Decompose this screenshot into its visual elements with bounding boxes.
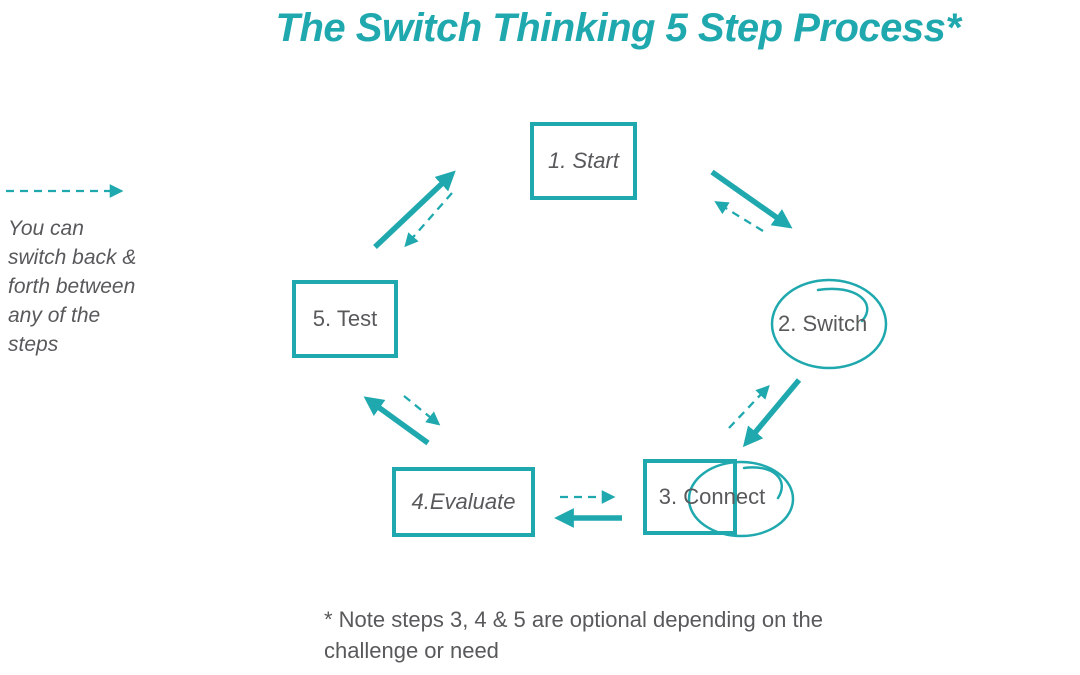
arrow-switch-to-connect-solid — [742, 378, 802, 448]
step-label-switch: 2. Switch — [778, 311, 868, 336]
step-label-evaluate: 4.Evaluate — [411, 489, 516, 514]
arrow-test-to-evaluate-dashed — [403, 395, 441, 426]
step-box-start: 1. Start — [530, 122, 637, 200]
arrow-evaluate-to-test-solid — [363, 396, 430, 446]
step-label-test: 5. Test — [312, 306, 378, 331]
switch-ellipse-spiral — [816, 287, 869, 323]
arrow-test-to-start-solid — [373, 170, 456, 249]
connect-ellipse — [687, 460, 795, 538]
step-label-connect: 3. Connect — [658, 484, 766, 509]
arrow-switch-to-start-dashed — [714, 201, 764, 232]
arrow-start-to-test-dashed — [404, 192, 453, 248]
step-box-connect: 3. Connect — [643, 459, 765, 535]
step-label-start: 1. Start — [548, 148, 619, 173]
arrow-start-to-switch-solid — [710, 169, 793, 229]
step-box-test: 5. Test — [292, 280, 398, 358]
step-box-evaluate: 4.Evaluate — [392, 467, 535, 537]
switch-ellipse — [770, 278, 888, 370]
legend-note: You can switch back & forth between any … — [8, 217, 137, 356]
arrow-connect-to-switch-dashed — [728, 384, 770, 429]
connect-ellipse-spiral — [742, 466, 784, 500]
page-title: The Switch Thinking 5 Step Process* — [275, 6, 961, 50]
footnote: * Note steps 3, 4 & 5 are optional depen… — [324, 607, 824, 663]
